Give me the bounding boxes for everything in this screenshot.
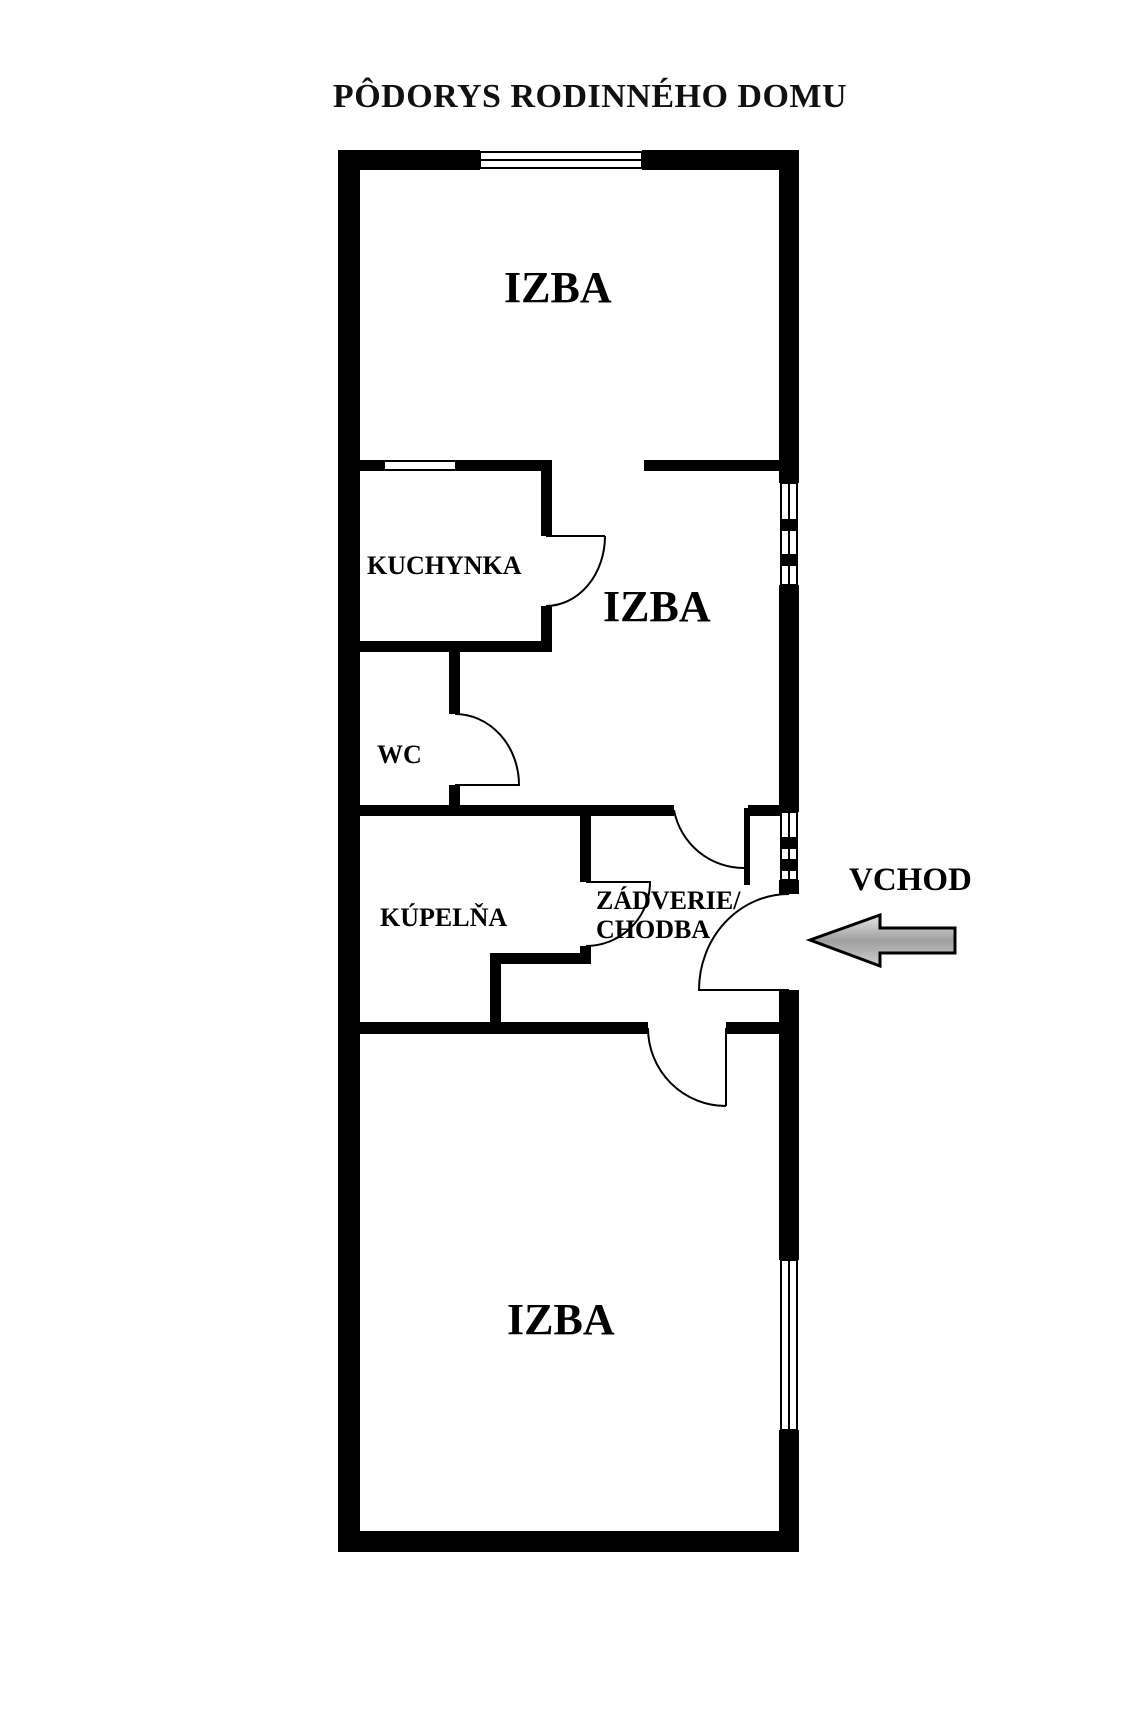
room-label-izba-middle: IZBA (603, 582, 711, 631)
interior-walls (358, 460, 781, 1034)
door-kitchen (545, 535, 606, 607)
door-corridor-top (673, 809, 746, 870)
room-label-kuchynka: KUCHYNKA (367, 551, 522, 580)
doors (454, 535, 790, 1107)
door-bathroom (585, 881, 652, 947)
window-kitchen (383, 460, 457, 471)
window-right-bottom (780, 1259, 798, 1431)
room-label-izba-top: IZBA (504, 263, 612, 312)
door-bottom-room (647, 1027, 727, 1107)
window-top (479, 151, 643, 169)
door-entrance (697, 893, 790, 991)
room-label-wc: WC (377, 740, 422, 769)
corridor-label-line1: ZÁDVERIE/ (596, 886, 741, 915)
room-label-zadverie-chodba: ZÁDVERIE/ CHODBA (596, 886, 740, 944)
corridor-label-line2: CHODBA (596, 915, 711, 945)
page-title: PÔDORYS RODINNÉHO DOMU (332, 78, 848, 115)
left-arrow-icon (805, 912, 957, 969)
window-right-corridor (780, 811, 798, 881)
outer-walls (338, 150, 799, 1552)
room-label-izba-bottom: IZBA (507, 1295, 615, 1344)
door-wc (454, 713, 521, 786)
windows (383, 151, 798, 1431)
window-right-middle (780, 482, 798, 586)
room-label-kupelna: KÚPELŇA (380, 903, 508, 932)
entrance-label: VCHOD (849, 862, 972, 898)
